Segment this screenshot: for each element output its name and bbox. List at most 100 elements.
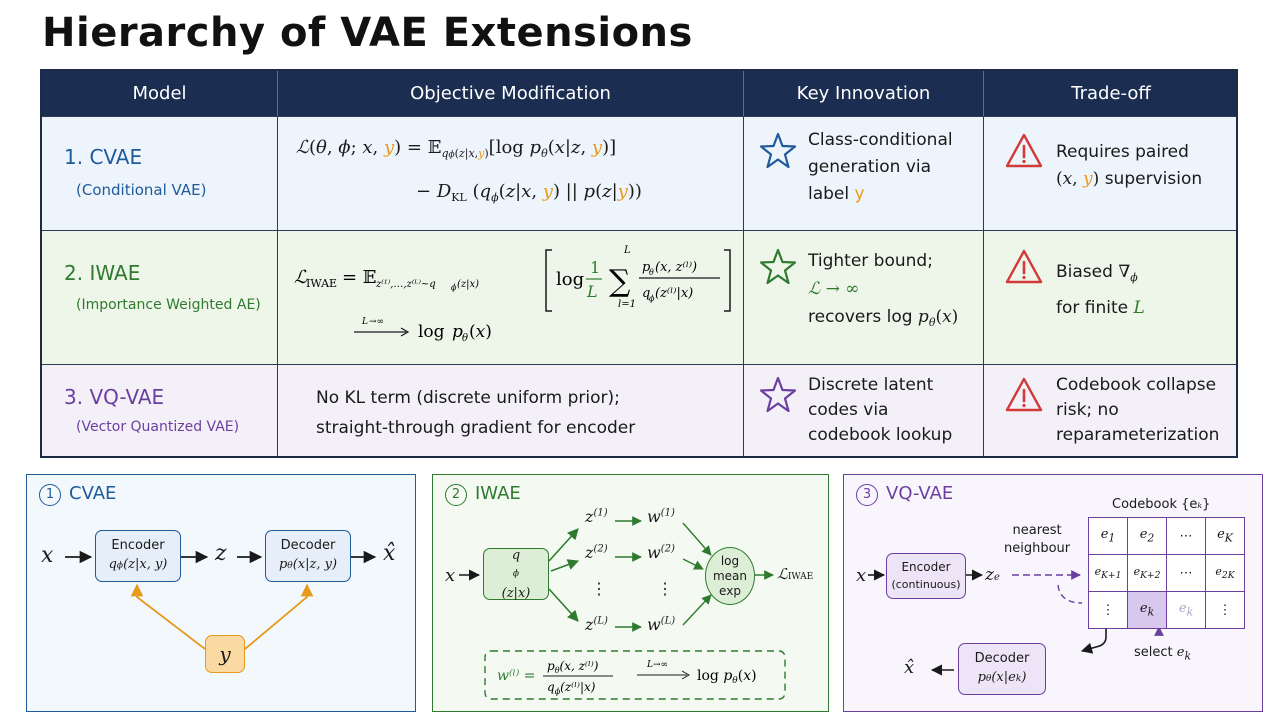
objective-vqvae: No KL term (discrete uniform prior); str…	[277, 365, 743, 456]
table-row-iwae: 2. IWAE (Importance Weighted AE) ℒ IWAE …	[42, 230, 1236, 364]
objective-line: No KL term (discrete uniform prior);	[316, 388, 620, 408]
model-subtitle: (Vector Quantized VAE)	[76, 419, 240, 435]
latent-z: z	[215, 541, 227, 566]
latent-ze: ze	[985, 565, 1000, 585]
svg-text:(x): (x)	[469, 322, 492, 342]
svg-text:θ: θ	[649, 268, 654, 277]
svg-text:z⁽¹⁾,…,z⁽ᴸ⁾~q: z⁽¹⁾,…,z⁽ᴸ⁾~q	[375, 279, 436, 290]
cvae-diagram-panel: 1 CVAE x Encoder qϕ(z|x, y) z Decoder pθ(…	[26, 474, 416, 712]
svg-text:log pθ(x): log pθ(x)	[697, 668, 757, 686]
tradeoff-line: reparameterization	[1056, 425, 1220, 445]
codebook-grid: e1 e2 ⋯ eK eK+1 eK+2 ⋯ e2K ⋮ ek ek ⋮	[1088, 517, 1245, 629]
svg-text:L: L	[623, 245, 631, 256]
output-xhat: x̂	[383, 541, 396, 566]
code-faded: ek	[1166, 591, 1206, 629]
svg-text:IWAE: IWAE	[306, 277, 337, 290]
svg-text:log: log	[556, 269, 584, 290]
log-mean-exp-node: log mean exp	[705, 547, 755, 605]
svg-text:p: p	[642, 260, 651, 275]
output-xhat: x̂	[904, 657, 915, 678]
panel-title: CVAE	[69, 483, 117, 504]
cvae-encoder-box: Encoder qϕ(z|x, y)	[95, 530, 181, 582]
header-innovation: Key Innovation	[743, 71, 983, 116]
svg-text:θ: θ	[462, 333, 468, 344]
model-name: 1. CVAE	[64, 145, 143, 169]
model-subtitle: (Importance Weighted AE)	[76, 297, 261, 313]
header-model: Model	[132, 83, 187, 104]
code-e1: e1	[1088, 517, 1128, 555]
panel-number: 1	[39, 484, 61, 506]
svg-text:log: log	[418, 322, 445, 342]
panel-title: IWAE	[475, 483, 521, 504]
weight-formula: w⁽ˡ⁾ = pθ(x, z⁽ˡ⁾) qϕ(z⁽ˡ⁾|x) L→∞ log pθ…	[497, 659, 757, 696]
innovation-line: label	[808, 184, 850, 204]
svg-text:∑: ∑	[609, 264, 631, 299]
tradeoff-line: Codebook collapse	[1056, 375, 1217, 395]
cvae-objective-line1: ℒ(θ, ϕ; x, y) = 𝔼qϕ(z|x,y)[log pθ(x|z, y…	[296, 137, 617, 160]
svg-text:w⁽ˡ⁾ =: w⁽ˡ⁾ =	[497, 668, 535, 684]
weight-w2: w(2)	[647, 543, 675, 562]
header-tradeoff: Trade-off	[983, 71, 1238, 116]
sample-z1: z(1)	[585, 507, 608, 526]
vqvae-decoder-box: Decoder pθ(x|ek)	[958, 643, 1046, 695]
svg-text:(z|x): (z|x)	[457, 279, 479, 290]
weight-w1: w(1)	[647, 507, 675, 526]
codebook-title: Codebook {eₖ}	[1112, 497, 1211, 512]
innovation-line: Discrete latent	[808, 375, 934, 395]
code-dots: ⋯	[1166, 554, 1206, 592]
objective-cvae: ℒ(θ, ϕ; x, y) = 𝔼qϕ(z|x,y)[log pθ(x|z, y…	[277, 117, 743, 230]
svg-text:1: 1	[590, 258, 600, 277]
code-selected: ek	[1127, 591, 1167, 629]
code-e2K: e2K	[1205, 554, 1245, 592]
cvae-decoder-box: Decoder pθ(x|z, y)	[265, 530, 351, 582]
iwae-objective-equation: ℒ IWAE = 𝔼 z⁽¹⁾,…,z⁽ᴸ⁾~q ϕ (z|x) log 1 L…	[294, 245, 731, 344]
comparison-table: Model Objective Modification Key Innovat…	[40, 69, 1238, 458]
input-x: x	[445, 565, 456, 586]
innovation-line: Tighter bound;	[808, 251, 933, 271]
model-name: 2. IWAE	[64, 261, 141, 285]
svg-text:L→∞: L→∞	[646, 660, 668, 670]
innovation-var: y	[854, 184, 865, 204]
vqvae-encoder-box: Encoder (continuous)	[886, 553, 966, 599]
svg-text:ℒ: ℒ	[294, 267, 308, 288]
panel-number: 2	[445, 484, 467, 506]
header-objective: Objective Modification	[277, 71, 743, 116]
table-header: Model Objective Modification Key Innovat…	[42, 71, 1236, 116]
table-row-cvae: 1. CVAE (Conditional VAE) ℒ(θ, ϕ; x, y) …	[42, 116, 1236, 230]
cvae-objective-line2: − DKL (qϕ(z|x, y) || p(z|y))	[416, 181, 642, 204]
code-e2: e2	[1127, 517, 1167, 555]
panel-title: VQ-VAE	[886, 483, 954, 504]
nearest-label: nearest	[1012, 523, 1062, 538]
svg-text:(x, z⁽ˡ⁾): (x, z⁽ˡ⁾)	[655, 260, 697, 275]
star-icon	[759, 132, 797, 169]
svg-text:pθ(x, z⁽ˡ⁾): pθ(x, z⁽ˡ⁾)	[547, 659, 599, 675]
nearest-label: neighbour	[1004, 541, 1071, 556]
select-label: select ek	[1134, 645, 1192, 663]
svg-text:L: L	[586, 282, 598, 301]
weight-wL: w(L)	[647, 615, 676, 634]
star-icon	[759, 248, 797, 285]
tradeoff-line: for finite	[1056, 298, 1129, 318]
input-x: x	[41, 543, 54, 568]
svg-text:qϕ(z⁽ˡ⁾|x): qϕ(z⁽ˡ⁾|x)	[547, 680, 596, 696]
objective-line: straight-through gradient for encoder	[316, 418, 636, 438]
dots: ⋮	[591, 579, 607, 598]
code-dots: ⋯	[1166, 517, 1206, 555]
input-x: x	[856, 565, 867, 586]
svg-text:l=1: l=1	[618, 299, 636, 310]
code-eK2: eK+2	[1127, 554, 1167, 592]
code-eK1: eK+1	[1088, 554, 1128, 592]
cvae-arrows	[65, 550, 377, 650]
innovation-line: generation via	[808, 157, 932, 177]
warning-icon	[1005, 133, 1043, 168]
dots: ⋮	[657, 579, 673, 598]
label-y-box: y	[205, 635, 245, 673]
code-dots: ⋮	[1088, 591, 1128, 629]
svg-text:L: L	[361, 317, 368, 327]
innovation-line: codebook lookup	[808, 425, 953, 445]
page-title: Hierarchy of VAE Extensions	[42, 10, 693, 56]
tradeoff-line: Biased	[1056, 262, 1113, 282]
model-subtitle: (Conditional VAE)	[76, 181, 207, 199]
